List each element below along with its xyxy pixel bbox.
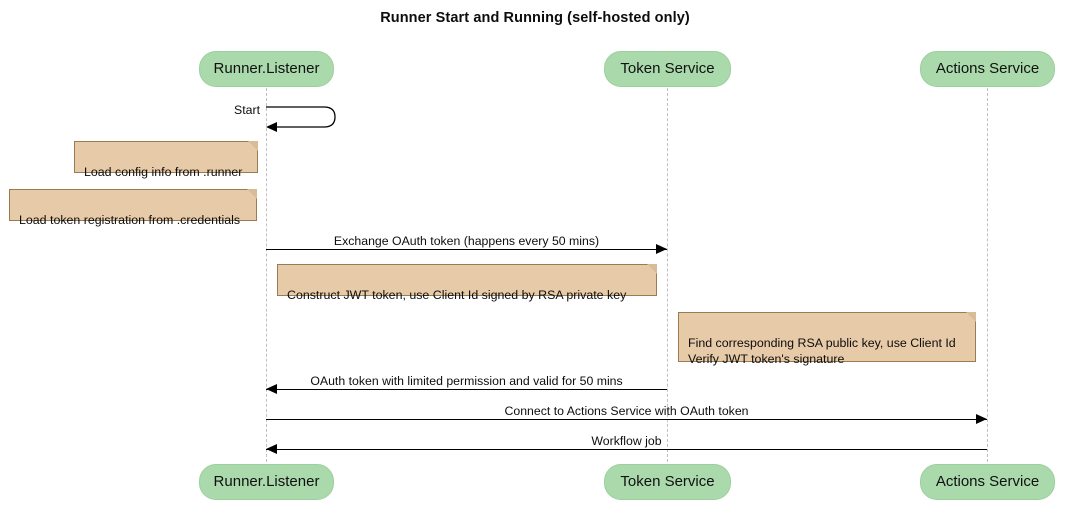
message-label-start: Start: [234, 103, 260, 117]
message-label-oauth-token-return: OAuth token with limited permission and …: [310, 374, 623, 388]
participant-label: Actions Service: [935, 60, 1040, 77]
participant-actions-top[interactable]: Actions Service: [920, 51, 1055, 87]
note-construct-jwt: Construct JWT token, use Client Id signe…: [277, 264, 657, 302]
arrowhead-right-connect-actions: [976, 414, 987, 424]
participant-label: Runner.Listener: [213, 473, 320, 490]
note-load-token-registration: Load token registration from .credential…: [9, 189, 257, 227]
note-text: Load token registration from .credential…: [19, 213, 241, 227]
lifeline-runner: [266, 88, 267, 462]
message-label-exchange-oauth: Exchange OAuth token (happens every 50 m…: [333, 234, 600, 248]
message-label-workflow-job: Workflow job: [591, 434, 662, 448]
participant-label: Runner.Listener: [213, 60, 320, 77]
note-load-config: Load config info from .runner: [74, 141, 258, 179]
participant-runner-bottom[interactable]: Runner.Listener: [199, 464, 334, 500]
participant-actions-bottom[interactable]: Actions Service: [920, 464, 1055, 500]
participant-label: Token Service: [620, 60, 715, 77]
note-verify-jwt: Find corresponding RSA public key, use C…: [678, 312, 976, 366]
note-text: Find corresponding RSA public key, use C…: [688, 336, 956, 366]
participant-token-top[interactable]: Token Service: [604, 51, 731, 87]
message-line-oauth-token-return[interactable]: [266, 389, 667, 390]
lifeline-token: [667, 88, 668, 462]
participant-token-bottom[interactable]: Token Service: [604, 464, 731, 500]
participant-label: Actions Service: [935, 473, 1040, 490]
selfloop-path-icon: [266, 106, 336, 132]
note-text: Load config info from .runner: [84, 165, 243, 179]
message-line-connect-actions[interactable]: [266, 419, 987, 420]
message-label-connect-actions: Connect to Actions Service with OAuth to…: [504, 404, 749, 418]
arrowhead-left-oauth-token-return: [266, 384, 277, 394]
message-line-exchange-oauth[interactable]: [266, 249, 667, 250]
note-fold-corner-icon: [247, 189, 257, 199]
note-fold-corner-icon: [248, 141, 258, 151]
participant-runner-top[interactable]: Runner.Listener: [199, 51, 334, 87]
note-text: Construct JWT token, use Client Id signe…: [287, 288, 627, 302]
lifeline-actions: [987, 88, 988, 462]
message-line-workflow-job[interactable]: [266, 449, 987, 450]
note-fold-corner-icon: [647, 264, 657, 274]
note-fold-corner-icon: [966, 312, 976, 322]
arrowhead-right-exchange-oauth: [656, 244, 667, 254]
arrowhead-left-workflow-job: [266, 444, 277, 454]
diagram-title: Runner Start and Running (self-hosted on…: [380, 10, 690, 26]
participant-label: Token Service: [620, 473, 715, 490]
message-start-selfloop[interactable]: [266, 104, 346, 139]
